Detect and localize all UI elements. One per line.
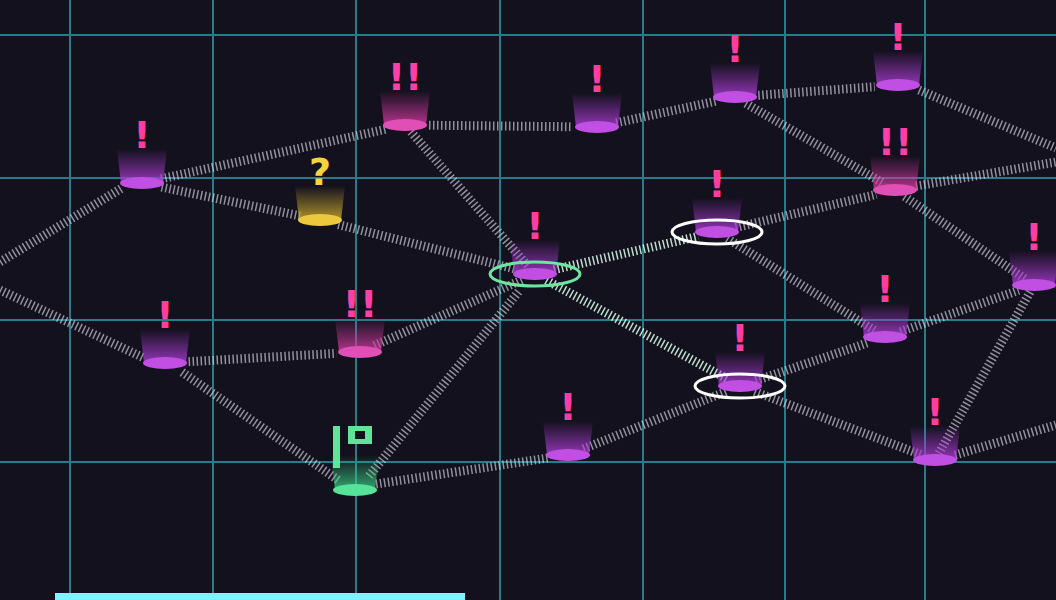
path-connector <box>161 129 386 179</box>
path-connector <box>189 353 337 361</box>
path-connector <box>373 280 522 346</box>
node-icon-text: ? <box>290 152 350 192</box>
node-icon-text: !! <box>330 284 390 324</box>
path-connector <box>582 392 726 450</box>
path-connector <box>900 290 1018 331</box>
path-connector <box>746 103 884 183</box>
node-icon-text: ! <box>135 295 195 335</box>
map-node: !! <box>865 122 925 196</box>
map-node: ! <box>505 206 565 280</box>
node-icon-text: ! <box>868 17 928 57</box>
map-node: ! <box>1004 217 1056 291</box>
map-node: ! <box>567 59 627 133</box>
node-icon-text: ! <box>855 269 915 309</box>
node-icon-text: ! <box>112 115 172 155</box>
map-node: ! <box>112 115 172 189</box>
map-node: ! <box>868 17 928 91</box>
path-connector <box>616 101 716 123</box>
node-icon-text: ! <box>1004 217 1056 257</box>
node-icon-text: ! <box>687 164 747 204</box>
path-connector <box>429 125 573 127</box>
path-lines <box>0 90 1056 484</box>
node-icon-text: ! <box>538 387 598 427</box>
node-icon-text: ! <box>567 59 627 99</box>
map-node: ! <box>538 387 598 461</box>
map-node: ! <box>710 318 770 392</box>
path-connector <box>162 187 301 216</box>
path-connector <box>755 392 921 455</box>
node-icon-text: ! <box>710 318 770 358</box>
map-node: !! <box>375 57 435 131</box>
start-marker <box>331 426 379 496</box>
progress-bar <box>55 593 465 600</box>
node-icon-text: !! <box>375 57 435 97</box>
map-node: !! <box>330 284 390 358</box>
node-icon-text: !! <box>865 122 925 162</box>
map-node: ! <box>705 29 765 103</box>
node-icon-text: ! <box>505 206 565 246</box>
path-connector <box>756 342 870 380</box>
path-connector <box>338 225 517 270</box>
node-icon-text: ! <box>905 392 965 432</box>
path-connector <box>727 238 875 330</box>
map-node: ! <box>855 269 915 343</box>
node-icon-text: ! <box>705 29 765 69</box>
path-connector <box>546 280 728 380</box>
path-connector <box>904 196 1024 278</box>
path-connector <box>554 236 698 269</box>
path-connector <box>758 87 874 96</box>
map-node: ! <box>687 164 747 238</box>
path-connector <box>736 194 877 227</box>
map-node: ? <box>290 152 350 226</box>
map-node: ! <box>135 295 195 369</box>
map-node: ! <box>905 392 965 466</box>
